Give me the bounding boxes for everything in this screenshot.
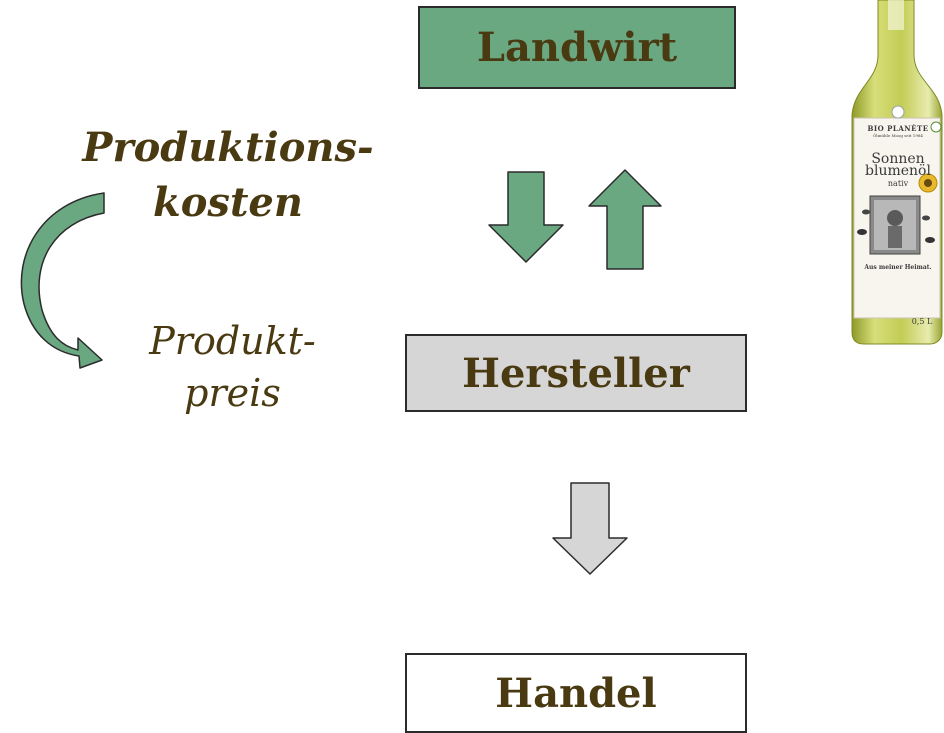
handel-label: Handel	[495, 669, 657, 717]
bottle-name-line1: Sonnen	[871, 151, 925, 167]
bottle-tagline: Aus meiner Heimat.	[864, 264, 932, 271]
produktpreis-label: Produkt- preis	[110, 315, 355, 419]
produktionskosten-line1: Produktions-	[82, 124, 374, 171]
arrow-down-gray-icon	[552, 482, 628, 575]
bottle-name-line2: blumenöl	[865, 163, 931, 179]
arrow-down-icon	[488, 171, 564, 263]
bottle-icon	[851, 0, 943, 345]
produktpreis-line1: Produkt-	[149, 319, 316, 363]
landwirt-box: Landwirt	[418, 6, 736, 89]
curved-arrow-icon	[20, 192, 105, 369]
handel-box: Handel	[405, 653, 747, 733]
landwirt-label: Landwirt	[476, 24, 678, 71]
bottle-volume: 0,5 L	[911, 317, 933, 326]
arrow-up-icon	[588, 169, 662, 270]
produktpreis-line2: preis	[184, 371, 281, 415]
bottle-brand: BIO PLANÈTE	[867, 124, 929, 133]
bottle-variant: nativ	[887, 179, 909, 188]
produktionskosten-label: Produktions- kosten	[48, 120, 408, 230]
produktionskosten-line2: kosten	[153, 179, 303, 226]
hersteller-label: Hersteller	[462, 349, 690, 397]
hersteller-box: Hersteller	[405, 334, 747, 412]
bottle-subtitle: Ölmühle Moog seit 1984	[873, 133, 923, 138]
oil-bottle-image: BIO PLANÈTE Ölmühle Moog seit 1984 Sonne…	[848, 0, 944, 346]
